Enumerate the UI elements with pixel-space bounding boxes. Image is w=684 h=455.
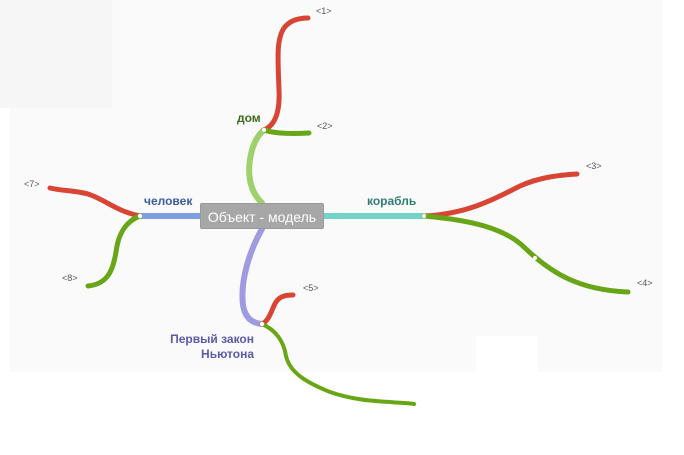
branch-leaf-7 xyxy=(47,185,143,219)
background-panel-bottom-right xyxy=(476,336,538,376)
background-panel xyxy=(10,0,662,372)
junction-dot xyxy=(261,127,267,133)
leaf-label-3[interactable]: <3> xyxy=(586,161,602,171)
topic-house-label[interactable]: дом xyxy=(237,111,261,125)
branch-leaf-2 xyxy=(261,127,312,137)
branch-leaf-3 xyxy=(421,171,580,219)
leaf-label-1[interactable]: <1> xyxy=(316,6,332,16)
branch-leaf-4 xyxy=(421,213,631,295)
leaf-label-4[interactable]: <4> xyxy=(637,278,653,288)
background-panel-top-left xyxy=(0,0,112,108)
leaf-label-8[interactable]: <8> xyxy=(62,273,78,283)
connector-newton xyxy=(239,226,265,327)
branch-leaf-5 xyxy=(259,292,296,327)
branch-leaf-8 xyxy=(85,213,143,289)
topic-human-label[interactable]: человек xyxy=(144,194,193,208)
junction-dot xyxy=(533,256,537,260)
junction-dot xyxy=(137,213,143,219)
central-topic-node[interactable]: Объект - модель xyxy=(200,203,324,229)
junction-dot xyxy=(259,321,265,327)
leaf-label-5[interactable]: <5> xyxy=(303,283,319,293)
branch-leaf-1 xyxy=(261,15,311,133)
topic-newton-label[interactable]: Первый закон Ньютона xyxy=(170,332,254,361)
connector-house xyxy=(246,127,267,206)
leaf-label-2[interactable]: <2> xyxy=(317,121,333,131)
branch-leaf-6 xyxy=(260,322,416,406)
topic-ship-label[interactable]: корабль xyxy=(367,194,417,208)
junction-dot xyxy=(421,213,427,219)
leaf-label-7[interactable]: <7> xyxy=(24,179,40,189)
